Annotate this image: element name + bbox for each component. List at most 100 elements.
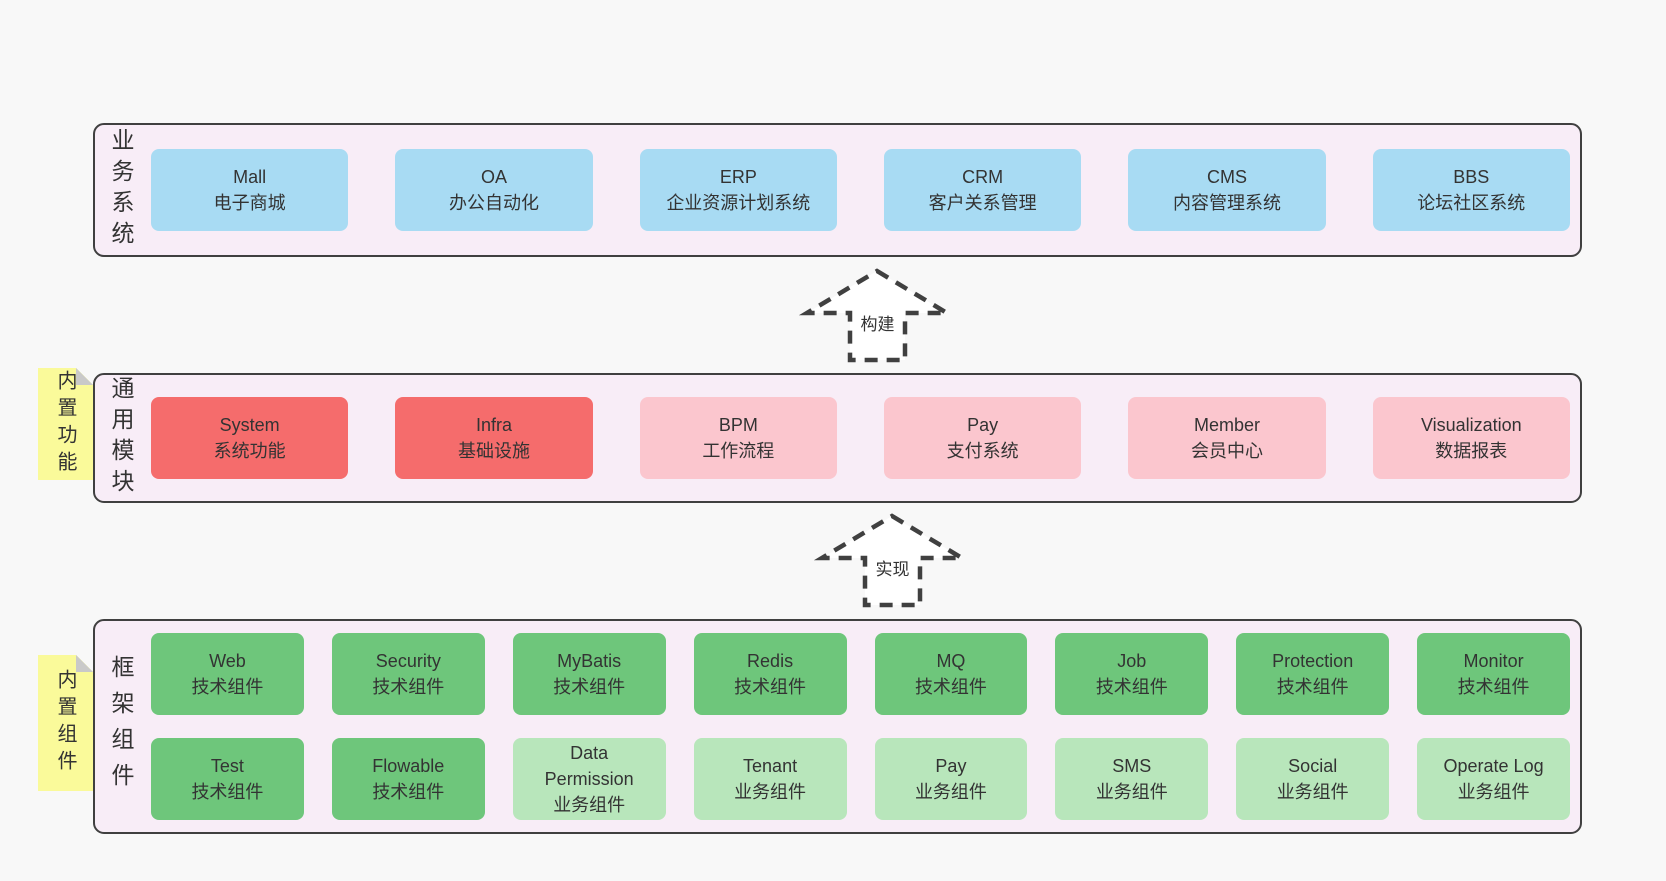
panel-side-label-wrap: 业务系统	[95, 125, 147, 255]
box-title: MQ	[936, 651, 966, 671]
box-subtitle: 技术组件	[553, 677, 626, 697]
box-title: Job	[1117, 651, 1147, 671]
box-title: Pay	[935, 756, 967, 776]
box-subtitle: 技术组件	[1276, 677, 1349, 697]
box-subtitle: 基础设施	[457, 441, 530, 461]
box-subtitle: 技术组件	[191, 782, 264, 802]
box-title: Infra	[475, 415, 512, 435]
box-title: Flowable	[372, 756, 445, 776]
sticky-note-built-in-features: 内置功能	[38, 368, 93, 480]
box-subtitle: 业务组件	[1276, 782, 1349, 802]
box-sms: SMS 业务组件	[1055, 738, 1209, 820]
box-member: Member 会员中心	[1128, 397, 1326, 479]
box-title: Protection	[1272, 651, 1354, 671]
box-job: Job 技术组件	[1055, 633, 1209, 715]
box-erp: ERP 企业资源计划系统	[639, 149, 837, 231]
box-title: Tenant	[743, 756, 798, 776]
box-title: ERP	[719, 167, 757, 187]
box-subtitle: 业务组件	[1457, 782, 1530, 802]
panel-side-label: 业务系统	[108, 128, 134, 252]
box-subtitle: 电子商城	[213, 193, 286, 213]
box-title: CRM	[962, 167, 1004, 187]
box-bpm: BPM 工作流程	[639, 397, 837, 479]
box-title: BPM	[718, 415, 758, 435]
panel-side-label: 框架组件	[108, 654, 134, 799]
box-title: Test	[210, 756, 244, 776]
box-title: Social	[1288, 756, 1338, 776]
box-title: Visualization	[1420, 415, 1522, 435]
box-redis: Redis 技术组件	[693, 633, 847, 715]
box-subtitle: 业务组件	[1095, 782, 1168, 802]
box-test: Test 技术组件	[151, 738, 304, 820]
box-subtitle: 技术组件	[191, 677, 264, 697]
box-subtitle: 技术组件	[1457, 677, 1530, 697]
panel-side-label-wrap: 框架组件	[95, 621, 147, 832]
box-subtitle: 工作流程	[702, 441, 775, 461]
panel-side-label: 通用模块	[108, 376, 134, 500]
box-subtitle: 内容管理系统	[1172, 193, 1281, 213]
box-subtitle: 业务组件	[734, 782, 807, 802]
panel-common-modules: 通用模块 System 系统功能 Infra 基础设施 BPM 工作流程 Pay 支付系统 Me…	[93, 373, 1582, 503]
box-monitor: Monitor 技术组件	[1417, 633, 1570, 715]
box-title: Monitor	[1463, 651, 1524, 671]
box-subtitle: 业务组件	[553, 795, 626, 815]
box-subtitle: 企业资源计划系统	[666, 193, 811, 213]
box-title: Pay	[967, 415, 999, 435]
box-title: SMS	[1112, 756, 1152, 776]
dashed-up-arrow-icon	[798, 268, 956, 363]
folded-corner-icon	[76, 655, 93, 672]
box-title: System	[219, 415, 280, 435]
box-security: Security 技术组件	[331, 633, 485, 715]
box-pay: Pay 业务组件	[874, 738, 1028, 820]
box-title: Member	[1193, 415, 1260, 435]
box-tenant: Tenant 业务组件	[693, 738, 847, 820]
box-protection: Protection 技术组件	[1236, 633, 1390, 715]
box-title: Mall	[233, 167, 267, 187]
box-subtitle: 会员中心	[1190, 441, 1263, 461]
box-subtitle: 技术组件	[734, 677, 807, 697]
box-cms: CMS 内容管理系统	[1128, 149, 1326, 231]
box-infra: Infra 基础设施	[395, 397, 593, 479]
box-subtitle: 技术组件	[914, 677, 987, 697]
box-mq: MQ 技术组件	[874, 633, 1028, 715]
box-title: Redis	[747, 651, 794, 671]
box-crm: CRM 客户关系管理	[883, 149, 1082, 231]
box-system: System 系统功能	[151, 397, 349, 479]
sticky-note-label: 内置功能	[54, 370, 76, 478]
box-subtitle: 系统功能	[213, 441, 286, 461]
box-subtitle: 技术组件	[1095, 677, 1168, 697]
build-arrow: 构建	[798, 268, 956, 363]
box-title: CMS	[1206, 167, 1247, 187]
dashed-up-arrow-icon	[813, 513, 971, 608]
panel-side-label-wrap: 通用模块	[95, 375, 147, 501]
sticky-note-label: 内置组件	[54, 669, 76, 777]
box-subtitle: 客户关系管理	[928, 193, 1037, 213]
arrow-label: 实现	[876, 560, 910, 579]
arrow-label: 构建	[861, 315, 895, 334]
box-subtitle: 支付系统	[946, 441, 1019, 461]
implement-arrow: 实现	[813, 513, 971, 608]
box-social: Social 业务组件	[1236, 738, 1390, 820]
box-title: Security	[375, 651, 441, 671]
box-subtitle: 业务组件	[914, 782, 987, 802]
box-subtitle: 技术组件	[372, 677, 445, 697]
box-pay: Pay 支付系统	[883, 397, 1082, 479]
box-row: System 系统功能 Infra 基础设施 BPM 工作流程 Pay 支付系统 Member 会…	[151, 397, 1570, 479]
box-title: Operate Log	[1443, 756, 1544, 776]
panel-rows: System 系统功能 Infra 基础设施 BPM 工作流程 Pay 支付系统 Member 会…	[151, 397, 1570, 479]
box-operate-log: Operate Log 业务组件	[1417, 738, 1570, 820]
